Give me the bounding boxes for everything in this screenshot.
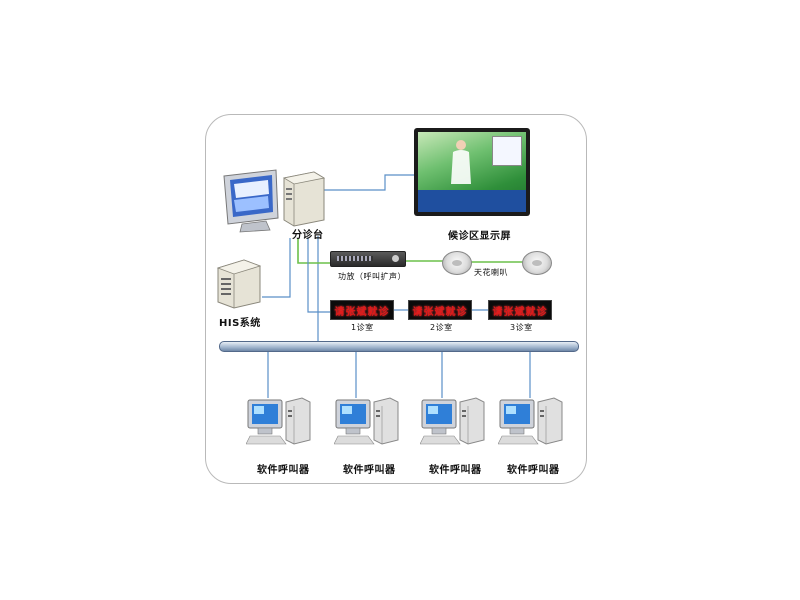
waiting-screen-label: 候诊区显示屏: [448, 231, 511, 242]
triage-workstation-icon: [223, 169, 326, 233]
led-display-2: 请张斌就诊: [408, 300, 472, 320]
line-to-led: [307, 238, 330, 313]
his-system-label: HIS系统: [219, 318, 261, 329]
software-caller-label-4: 软件呼叫器: [507, 465, 560, 476]
room2-label: 2诊室: [430, 323, 453, 332]
computer-icon: [420, 397, 485, 445]
line-to-screen: [322, 174, 416, 191]
line-his: [262, 238, 291, 298]
amplifier-icon: [330, 251, 406, 267]
audio-line-amp: [297, 238, 330, 264]
screen-ticker: [418, 190, 526, 212]
computer-icon: [498, 397, 563, 445]
screen-info-panel: [492, 136, 522, 166]
waiting-display-screen-icon: [414, 128, 530, 216]
amplifier-label: 功放（呼叫扩声）: [338, 272, 406, 281]
computer-icon: [246, 397, 311, 445]
room1-label: 1诊室: [351, 323, 374, 332]
ceiling-speaker-icon: [442, 251, 472, 275]
software-caller-label-2: 软件呼叫器: [343, 465, 396, 476]
software-caller-label-3: 软件呼叫器: [429, 465, 482, 476]
ceiling-speaker-label: 天花喇叭: [474, 268, 508, 277]
room3-label: 3诊室: [510, 323, 533, 332]
led-display-1: 请张斌就诊: [330, 300, 394, 320]
triage-desk-label: 分诊台: [292, 230, 324, 241]
ceiling-speaker-icon: [522, 251, 552, 275]
led-display-3: 请张斌就诊: [488, 300, 552, 320]
software-caller-label-1: 软件呼叫器: [257, 465, 310, 476]
person-image-icon: [451, 140, 471, 184]
his-server-icon: [216, 259, 262, 309]
network-bus: [219, 341, 579, 352]
computer-icon: [334, 397, 399, 445]
